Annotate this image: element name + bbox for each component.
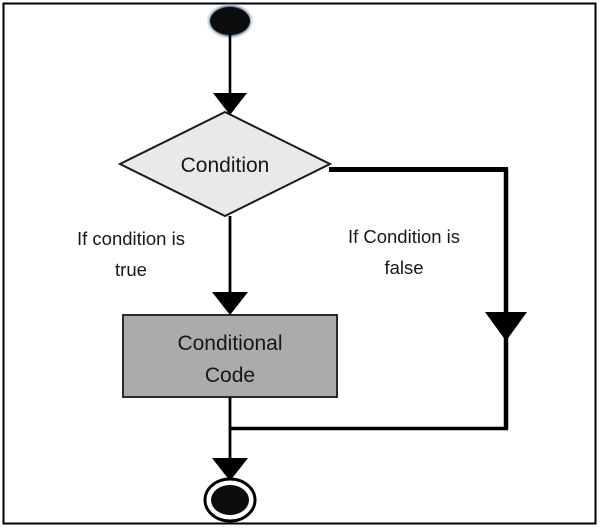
- edge-start-to-condition: [213, 33, 247, 115]
- edge-condition-true-label: If condition is true: [77, 228, 185, 280]
- process-conditional-code: Conditional Code: [122, 314, 338, 398]
- process-conditional-code-label-line1: Conditional: [177, 332, 282, 355]
- true-branch-label-line2: true: [115, 259, 147, 280]
- edge-merge-to-end-arrowhead: [212, 458, 248, 481]
- edge-condition-true-arrowhead: [212, 292, 248, 315]
- false-branch-label-line2: false: [384, 257, 423, 278]
- process-conditional-code-label-line2: Code: [205, 364, 255, 387]
- start-node: [206, 3, 254, 39]
- edge-condition-false: [329, 167, 527, 429]
- edge-condition-true: [212, 216, 248, 315]
- edge-condition-false-arrowhead: [485, 312, 527, 341]
- process-conditional-code-shape: [122, 314, 338, 398]
- true-branch-label-line1: If condition is: [77, 228, 185, 249]
- decision-condition-shape: [117, 110, 333, 218]
- false-branch-label-line1: If Condition is: [348, 226, 460, 247]
- decision-condition: Condition: [117, 110, 333, 218]
- decision-condition-label: Condition: [181, 154, 270, 177]
- end-node: [203, 477, 257, 523]
- end-node-dot: [211, 485, 249, 515]
- edge-start-to-condition-arrowhead: [213, 93, 247, 115]
- edge-code-to-end: [212, 397, 508, 481]
- edge-condition-false-label: If Condition is false: [348, 226, 460, 278]
- start-node-dot: [210, 7, 250, 35]
